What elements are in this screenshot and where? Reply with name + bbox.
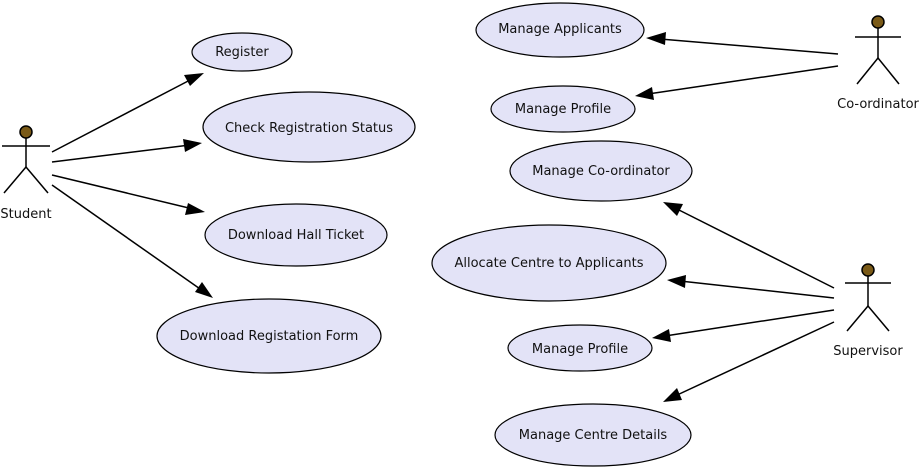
use-case-label: Download Hall Ticket — [228, 228, 364, 243]
actor-head-icon — [861, 263, 875, 277]
use-case-register[interactable]: Register — [191, 32, 293, 72]
use-case-manage-applicants[interactable]: Manage Applicants — [475, 2, 645, 58]
use-case-supervisor-manage-profile[interactable]: Manage Profile — [507, 324, 653, 372]
use-case-label: Manage Centre Details — [519, 428, 668, 443]
association-coordinator-manage-profile — [635, 65, 839, 100]
use-case-manage-centre-details[interactable]: Manage Centre Details — [494, 403, 692, 467]
actor-label-student: Student — [0, 207, 51, 222]
use-case-label: Download Registation Form — [180, 329, 359, 344]
use-case-manage-coordinator[interactable]: Manage Co-ordinator — [509, 140, 693, 202]
association-supervisor-allocate-centre — [667, 275, 835, 299]
use-case-label: Manage Co-ordinator — [532, 164, 670, 179]
actor-label-supervisor: Supervisor — [833, 344, 903, 359]
actor-student[interactable]: Student — [0, 125, 52, 222]
use-case-label: Allocate Centre to Applicants — [454, 256, 643, 271]
association-supervisor-manage-centre-details — [663, 321, 835, 402]
use-case-label: Manage Profile — [532, 342, 628, 357]
use-case-download-hall-ticket[interactable]: Download Hall Ticket — [204, 203, 388, 267]
actor-supervisor[interactable]: Supervisor — [833, 263, 903, 359]
association-coordinator-manage-applicants — [646, 32, 839, 55]
association-student-download-hall-ticket — [51, 174, 205, 215]
association-student-register — [51, 73, 204, 153]
associations — [51, 32, 839, 402]
association-supervisor-manage-coordinator — [663, 202, 835, 289]
use-case-coordinator-manage-profile[interactable]: Manage Profile — [490, 85, 636, 133]
use-case-allocate-centre[interactable]: Allocate Centre to Applicants — [431, 224, 667, 302]
actor-head-icon — [871, 15, 885, 29]
actor-label-coordinator: Co-ordinator — [837, 97, 919, 112]
use-case-label: Manage Applicants — [498, 22, 622, 37]
association-student-check-status — [51, 139, 202, 163]
use-case-check-registration-status[interactable]: Check Registration Status — [202, 91, 416, 163]
association-student-download-form — [51, 184, 213, 298]
use-case-label: Check Registration Status — [225, 121, 393, 136]
actor-coordinator[interactable]: Co-ordinator — [837, 15, 920, 112]
association-supervisor-manage-profile — [652, 309, 835, 342]
use-case-label: Register — [215, 45, 269, 60]
actor-head-icon — [19, 125, 33, 139]
use-case-label: Manage Profile — [515, 102, 611, 117]
use-case-download-registation-form[interactable]: Download Registation Form — [156, 298, 382, 374]
